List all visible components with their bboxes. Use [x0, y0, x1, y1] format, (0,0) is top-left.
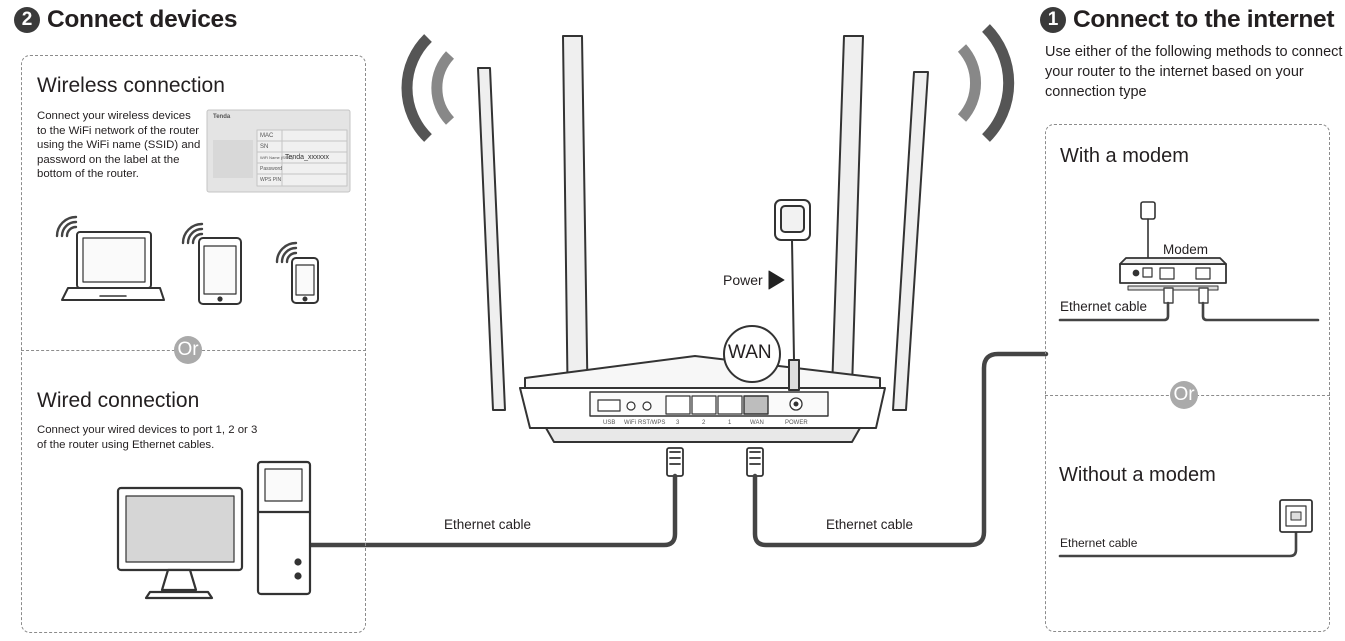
ethernet-cables	[1058, 287, 1320, 558]
pc-tower-icon	[256, 460, 312, 596]
port-label-rst-wps: RST/WPS	[638, 420, 666, 426]
ethernet-cables	[305, 351, 1049, 548]
wifi-waves-icon	[401, 24, 1015, 142]
or-badge: Or	[1170, 381, 1198, 409]
or-badge: Or	[174, 336, 202, 364]
wireless-connection-text: Connect your wireless devices to the WiF…	[37, 110, 201, 181]
without-modem-title: Without a modem	[1059, 464, 1216, 486]
smartphone-icon	[291, 257, 319, 304]
label-brand: Tenda	[213, 114, 231, 120]
label-row-mac: MAC	[260, 133, 274, 139]
power-label: Power	[723, 272, 763, 288]
connect-internet-heading: 1 Connect to the internet	[1040, 6, 1335, 34]
left-cable-label: Ethernet cable	[444, 517, 532, 532]
port-label-2: 2	[702, 420, 706, 426]
wan-callout-bubble	[723, 325, 781, 383]
power-adapter-icon	[1140, 201, 1156, 263]
label-row-sn: SN	[260, 144, 269, 150]
desktop-monitor-icon	[116, 486, 244, 600]
laptop-icon	[61, 231, 165, 301]
step-number-badge: 2	[14, 7, 40, 33]
connect-devices-panel	[21, 55, 366, 633]
connect-devices-title: Connect devices	[47, 6, 238, 33]
label-row-ssid: WiFi Name (SSID)	[260, 155, 293, 160]
without-modem-cable-label: Ethernet cable	[1060, 536, 1138, 550]
connect-internet-title: Connect to the internet	[1073, 6, 1335, 33]
label-ssid-value: Tenda_xxxxxx	[285, 154, 329, 161]
wired-connection-text: Connect your wired devices to port 1, 2 …	[37, 424, 258, 451]
connect-devices-heading: 2 Connect devices	[14, 6, 238, 34]
wired-connection-title: Wired connection	[37, 389, 200, 412]
port-label-1: 1	[728, 420, 732, 426]
power-adapter-icon	[774, 199, 811, 391]
label-row-wps-pin: WPS PIN	[260, 177, 282, 183]
with-modem-title: With a modem	[1060, 145, 1189, 167]
router-label-sticker	[206, 109, 351, 193]
tablet-icon	[198, 237, 242, 305]
connect-internet-panel	[1045, 124, 1330, 632]
port-label-3: 3	[676, 420, 680, 426]
modem-label: Modem	[1163, 242, 1209, 257]
ethernet-plug-icon	[666, 447, 764, 477]
wifi-waves-icon	[55, 215, 298, 264]
wireless-connection-title: Wireless connection	[37, 74, 225, 97]
step-number-badge: 1	[1040, 7, 1066, 33]
port-label-power: POWER	[785, 420, 808, 426]
with-modem-cable-label: Ethernet cable	[1060, 299, 1148, 314]
wall-jack-icon	[1279, 499, 1313, 533]
port-label-wan: WAN	[750, 420, 764, 426]
connect-internet-intro: Use either of the following methods to c…	[1045, 44, 1343, 100]
port-label-wifi: WiFi	[624, 420, 636, 426]
arrow-right-icon	[768, 270, 785, 290]
wan-callout-label: WAN	[728, 342, 772, 363]
label-row-password: Password	[260, 166, 282, 172]
right-cable-label: Ethernet cable	[826, 517, 914, 532]
port-label-usb: USB	[603, 420, 616, 426]
